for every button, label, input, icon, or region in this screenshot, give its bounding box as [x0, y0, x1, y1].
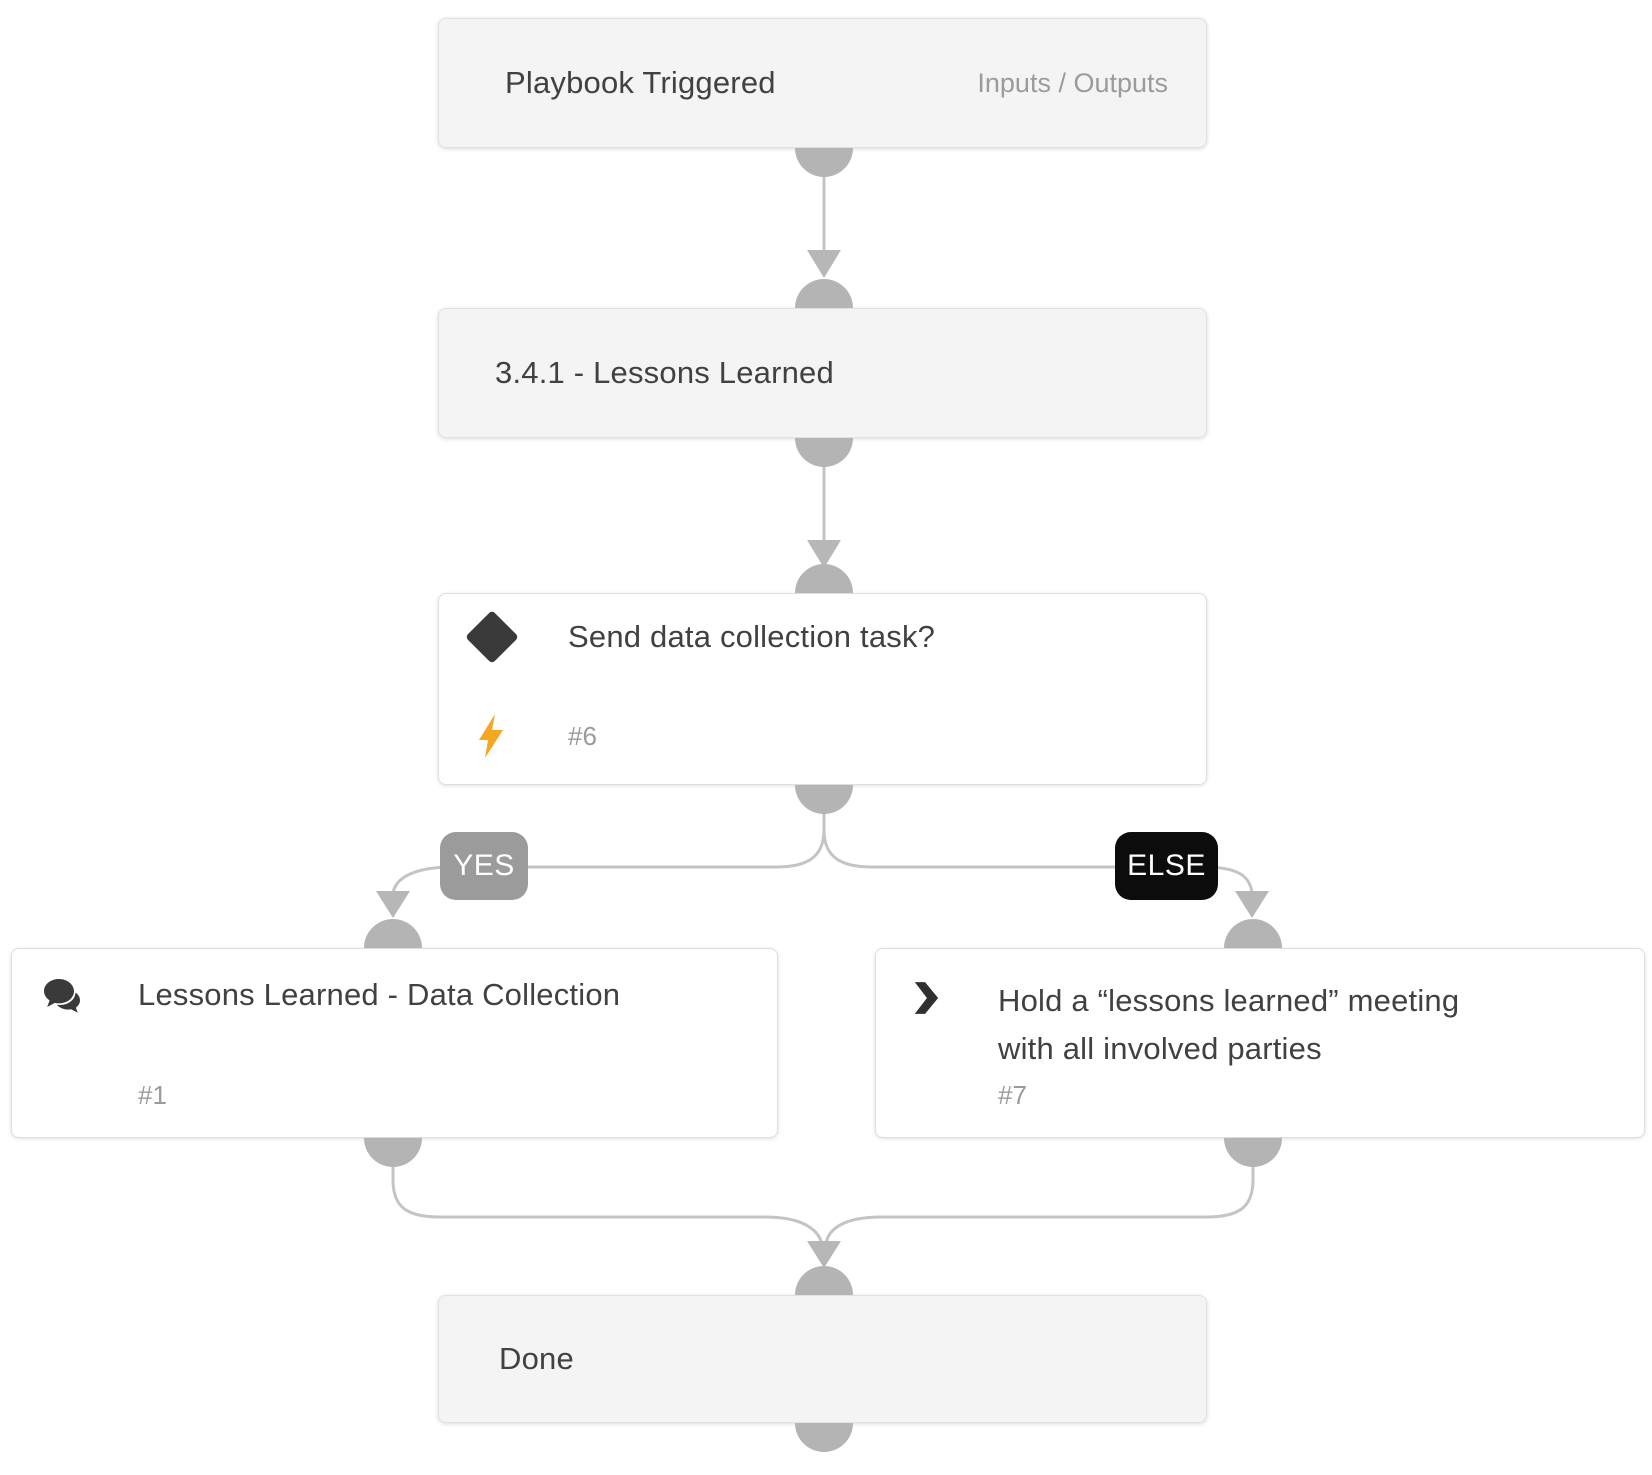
branch-label-yes: YES: [440, 832, 528, 900]
task-number: #6: [568, 720, 597, 751]
arrowhead-icon: [807, 540, 841, 568]
lightning-icon: [472, 714, 512, 758]
node-title: Hold a “lessons learned” meeting with al…: [998, 983, 1460, 1067]
node-title: Send data collection task?: [568, 619, 936, 654]
inputs-outputs-link[interactable]: Inputs / Outputs: [977, 67, 1168, 98]
arrowhead-icon: [807, 1241, 841, 1268]
node-title: 3.4.1 - Lessons Learned: [495, 355, 834, 390]
node-task-data-collection[interactable]: Lessons Learned - Data Collection #1: [11, 948, 778, 1138]
node-title: Done: [499, 1341, 574, 1376]
arrowhead-icon: [807, 250, 841, 278]
node-done[interactable]: Done: [438, 1295, 1207, 1423]
node-subplaybook-lessons-learned[interactable]: 3.4.1 - Lessons Learned: [438, 308, 1207, 438]
node-playbook-triggered[interactable]: Playbook Triggered Inputs / Outputs: [438, 18, 1207, 148]
chat-bubbles-icon: [42, 977, 82, 1013]
branch-label-else: ELSE: [1115, 832, 1218, 900]
connector-yes-branch: [391, 800, 826, 894]
connector-left-to-done: [391, 1160, 824, 1245]
arrowhead-icon: [376, 891, 410, 918]
task-number: #1: [138, 1080, 167, 1110]
task-number: #7: [998, 1080, 1027, 1110]
node-title: Lessons Learned - Data Collection: [138, 977, 621, 1012]
node-title: Playbook Triggered: [505, 65, 776, 100]
node-task-lessons-learned-meeting[interactable]: Hold a “lessons learned” meeting with al…: [875, 948, 1645, 1138]
connector-right-to-done: [824, 1160, 1255, 1245]
chevron-right-icon: [906, 977, 946, 1015]
node-condition-send-data-collection-task[interactable]: Send data collection task? #6: [438, 593, 1207, 785]
connector-else-branch: [822, 800, 1254, 894]
condition-diamond-icon: [465, 610, 519, 664]
arrowhead-icon: [1235, 891, 1269, 918]
